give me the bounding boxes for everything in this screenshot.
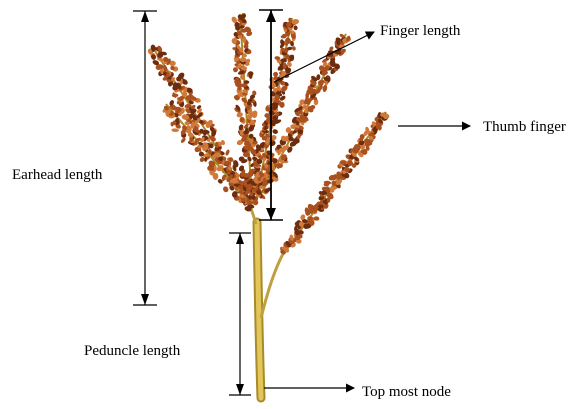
earhead-arrowhead-top [141, 11, 149, 22]
peduncle-arrowhead-bottom [236, 384, 244, 395]
grain-spikelet [289, 55, 294, 61]
plant-stems [243, 190, 285, 398]
peduncle-length-label: Peduncle length [84, 344, 180, 359]
grain-spikelet [292, 46, 296, 51]
thumb-finger-label: Thumb finger [483, 120, 566, 135]
finger-arrowhead-bottom [266, 208, 276, 220]
grain-spikelet [222, 185, 229, 193]
measurement-lines [133, 10, 470, 395]
earhead-length-label: Earhead length [12, 168, 102, 183]
peduncle-arrowhead-top [236, 233, 244, 244]
grain-spikelet [322, 84, 328, 92]
grain-spikelet [340, 161, 347, 165]
grain-spikelet [272, 129, 279, 135]
fingers [147, 12, 390, 255]
thumb-branch [261, 250, 285, 318]
grain-spikelet [273, 72, 279, 78]
finger-length-label: Finger length [380, 24, 460, 39]
earhead-arrowhead-bottom [141, 294, 149, 305]
grain-spikelet [293, 25, 298, 31]
finger-arrowhead-top [266, 10, 276, 22]
grain-spikelet [180, 137, 187, 144]
grain-spikelet [225, 149, 231, 156]
top-most-node-label: Top most node [362, 385, 451, 400]
grain-spikelet [171, 128, 179, 132]
